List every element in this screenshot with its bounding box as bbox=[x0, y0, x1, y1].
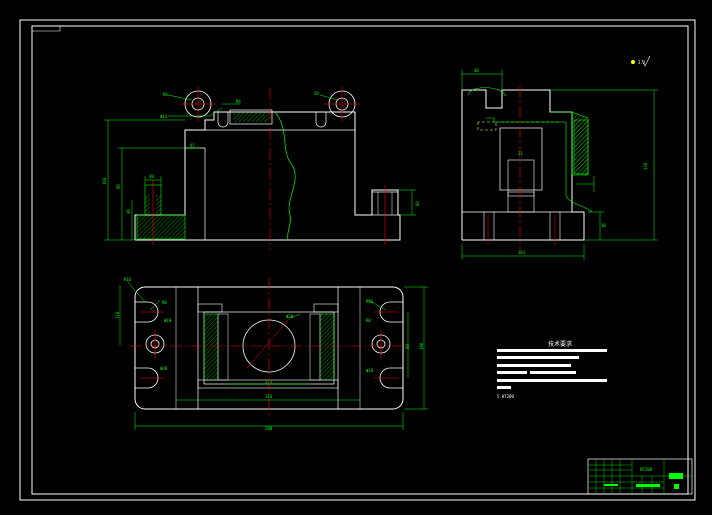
leader-line bbox=[209, 107, 223, 117]
top-dim-label: Φ10 bbox=[164, 318, 172, 323]
front-view-slot-hatch bbox=[233, 112, 269, 122]
title-block: HT200 bbox=[587, 458, 693, 495]
title-block-frame bbox=[587, 458, 693, 495]
notes-line bbox=[497, 386, 511, 389]
front-view-section bbox=[136, 214, 186, 240]
technical-requirements: 技术要求 5.HT200 bbox=[497, 340, 607, 399]
top-view: R16 R8 Φ10 Φ20 Φ20 R16 R8 Φ10 110 99 186… bbox=[115, 277, 428, 431]
leader-line bbox=[127, 281, 146, 303]
front-view: R6 Φ14 R4 50 160 95 36 40 80 45 bbox=[102, 86, 420, 250]
front-dim-label: 40 bbox=[149, 174, 154, 179]
front-view-slot bbox=[229, 109, 273, 125]
front-dim-label: 160 bbox=[102, 177, 107, 185]
top-dim-label: R16 bbox=[366, 299, 374, 304]
front-dim-label: 45 bbox=[190, 143, 195, 148]
leader-line bbox=[319, 94, 339, 101]
front-dim-label: R6 bbox=[163, 92, 168, 97]
top-view-bore-radius bbox=[246, 317, 291, 369]
inner-frame bbox=[31, 25, 689, 495]
surface-finish-check bbox=[641, 55, 651, 67]
top-dim-label: 186 bbox=[419, 342, 424, 350]
side-dim-label: 161 bbox=[518, 250, 526, 255]
top-dim-label: 1:1 bbox=[265, 379, 273, 384]
title-block-fill bbox=[636, 484, 660, 487]
side-dim-label: 30 bbox=[474, 68, 479, 73]
front-view-pocket-hatch bbox=[145, 195, 150, 215]
top-view-web bbox=[309, 313, 321, 381]
top-dim-label: R8 bbox=[366, 318, 371, 323]
top-dim-label: 116 bbox=[265, 394, 273, 399]
surface-finish-dot bbox=[631, 60, 635, 64]
side-view-window bbox=[507, 159, 535, 197]
top-view-web bbox=[217, 313, 229, 381]
notes-line bbox=[497, 371, 527, 374]
notes-material-line: 5.HT200 bbox=[497, 394, 514, 399]
front-view-break-line bbox=[274, 111, 296, 241]
notes-line bbox=[530, 371, 576, 374]
side-view-bore bbox=[499, 127, 543, 191]
top-dim-label: 280 bbox=[265, 426, 273, 431]
leader-line bbox=[367, 299, 387, 311]
top-dim-label: Φ20 bbox=[160, 366, 168, 371]
outer-frame bbox=[19, 19, 696, 501]
notes-title: 技术要求 bbox=[548, 340, 572, 348]
top-dim-label: Φ10 bbox=[366, 368, 374, 373]
front-dim-label: 50 bbox=[314, 91, 319, 96]
side-view-lug-arc bbox=[467, 87, 507, 97]
side-dim-label: 21 bbox=[518, 151, 523, 156]
front-view-slot-u bbox=[217, 112, 229, 128]
front-view-pocket-hatch bbox=[156, 195, 161, 215]
notes-line bbox=[497, 356, 579, 359]
top-view-pad bbox=[197, 303, 223, 313]
top-dim-label: 110 bbox=[115, 311, 120, 319]
front-dim-label: Φ14 bbox=[160, 114, 168, 119]
side-view: 30 130 21 30 161 3.2 bbox=[461, 55, 658, 260]
leader-line bbox=[167, 94, 193, 101]
side-dim-label: 30 bbox=[601, 223, 606, 228]
top-view-section bbox=[203, 313, 219, 381]
title-block-mark bbox=[674, 484, 679, 489]
top-view-step bbox=[197, 379, 339, 389]
side-view-contour bbox=[486, 117, 593, 213]
front-view-outline bbox=[134, 111, 401, 241]
front-dim-label: 80 bbox=[415, 201, 420, 206]
notes-line bbox=[497, 364, 571, 367]
top-dim-label: Φ20 bbox=[286, 314, 294, 319]
front-dim-label: 95 bbox=[116, 184, 121, 189]
side-view-block bbox=[507, 191, 535, 213]
front-dim-label: R4 bbox=[236, 99, 241, 104]
side-view-section bbox=[573, 119, 589, 175]
leader-line bbox=[149, 299, 161, 311]
front-dim-label: 36 bbox=[126, 209, 131, 214]
surface-finish-symbol: 3.2 bbox=[638, 60, 646, 65]
top-view-section bbox=[319, 313, 335, 381]
top-dim-label: R16 bbox=[124, 277, 132, 282]
side-dim-label: 130 bbox=[643, 162, 648, 170]
leader-line bbox=[289, 313, 301, 319]
side-view-hidden-line bbox=[477, 121, 560, 131]
top-dim-label: 99 bbox=[405, 344, 410, 349]
title-block-material: HT200 bbox=[640, 467, 653, 472]
front-view-slot-u bbox=[315, 112, 327, 128]
top-view-pad bbox=[313, 303, 339, 313]
notes-line bbox=[497, 349, 607, 352]
title-block-fill bbox=[604, 484, 618, 486]
top-dim-label: R8 bbox=[162, 300, 167, 305]
notes-line bbox=[497, 379, 607, 382]
title-block-mark bbox=[669, 473, 683, 479]
